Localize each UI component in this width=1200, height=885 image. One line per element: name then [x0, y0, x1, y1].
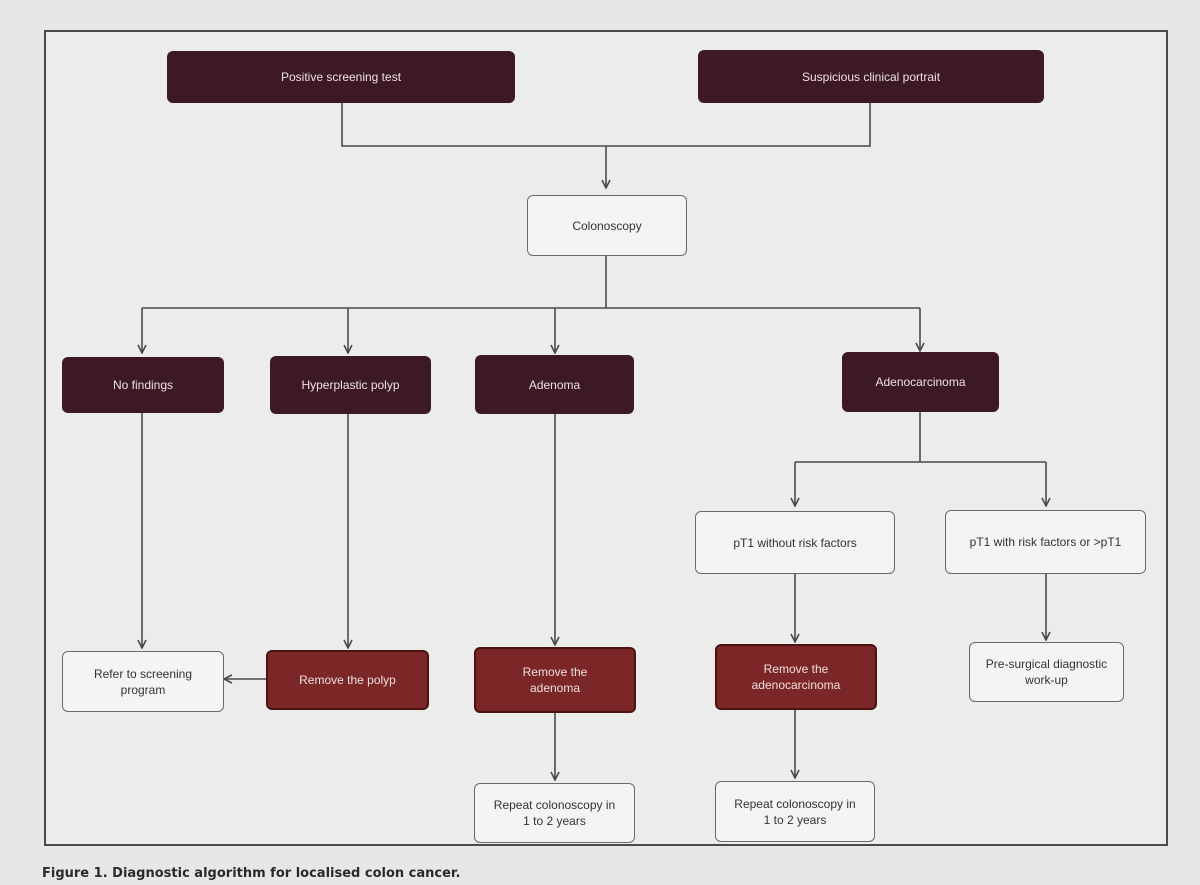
node-label: Remove the adenocarcinoma — [751, 662, 841, 692]
node-remove-adenoma: Remove the adenoma — [474, 647, 636, 713]
node-hyperplastic-polyp: Hyperplastic polyp — [270, 356, 431, 414]
node-repeat-colonoscopy-1: Repeat colonoscopy in 1 to 2 years — [474, 783, 635, 843]
node-positive-screening: Positive screening test — [167, 51, 515, 103]
node-label: Remove the polyp — [299, 673, 396, 687]
node-pt1-with-risk: pT1 with risk factors or >pT1 — [945, 510, 1146, 574]
node-label: Colonoscopy — [572, 218, 642, 233]
node-label: Suspicious clinical portrait — [801, 69, 941, 84]
node-refer-screening: Refer to screening program — [62, 651, 224, 712]
node-no-findings: No findings — [62, 357, 224, 413]
node-label: Repeat colonoscopy in 1 to 2 years — [493, 798, 616, 828]
node-adenocarcinoma: Adenocarcinoma — [842, 352, 999, 412]
connector-adenocarcinoma-split — [795, 412, 1046, 463]
node-label: Pre-surgical diagnostic work-up — [985, 657, 1108, 687]
node-remove-polyp: Remove the polyp — [266, 650, 429, 710]
node-label: Repeat colonoscopy in 1 to 2 years — [734, 796, 856, 827]
figure-caption: Figure 1. Diagnostic algorithm for local… — [42, 866, 461, 881]
node-pt1-without-risk: pT1 without risk factors — [695, 511, 895, 574]
node-label: Refer to screening program — [93, 666, 193, 697]
node-label: No findings — [112, 378, 174, 392]
node-colonoscopy: Colonoscopy — [527, 195, 687, 256]
node-remove-adenocarcinoma: Remove the adenocarcinoma — [715, 644, 877, 710]
node-label: Hyperplastic polyp — [301, 378, 400, 392]
node-suspicious-clinical: Suspicious clinical portrait — [698, 50, 1044, 103]
node-label: Positive screening test — [280, 70, 402, 84]
node-label: Remove the adenoma — [522, 665, 588, 695]
node-presurgical-workup: Pre-surgical diagnostic work-up — [969, 642, 1124, 702]
node-label: pT1 with risk factors or >pT1 — [969, 535, 1122, 549]
node-label: Adenoma — [528, 377, 581, 392]
node-repeat-colonoscopy-2: Repeat colonoscopy in 1 to 2 years — [715, 781, 875, 842]
node-label: Adenocarcinoma — [875, 375, 966, 389]
node-label: pT1 without risk factors — [733, 535, 857, 550]
node-adenoma: Adenoma — [475, 355, 634, 414]
connector-screening-merge — [341, 102, 871, 147]
